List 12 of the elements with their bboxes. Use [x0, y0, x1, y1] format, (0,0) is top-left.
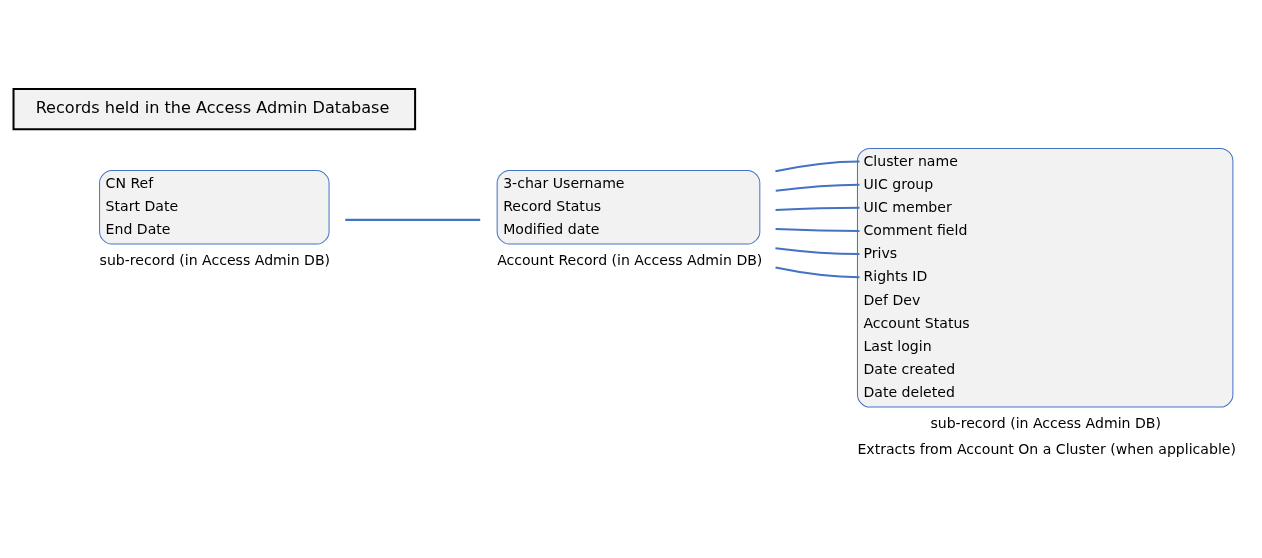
node-box: Records held in the Access Admin Database [12, 88, 417, 131]
connector [775, 247, 860, 256]
node-label: Account Record (in Access Admin DB) [497, 252, 763, 269]
connector [775, 183, 860, 192]
connector [775, 160, 860, 173]
connector [775, 228, 860, 232]
node-label: Extracts from Account On a Cluster (when applicable) [857, 440, 1236, 457]
node-label: sub-record (in Access Admin DB) [99, 252, 331, 269]
connector [775, 266, 860, 279]
connector [345, 218, 481, 221]
connector [775, 206, 860, 211]
node-label: sub-record (in Access Admin DB) [930, 415, 1161, 432]
